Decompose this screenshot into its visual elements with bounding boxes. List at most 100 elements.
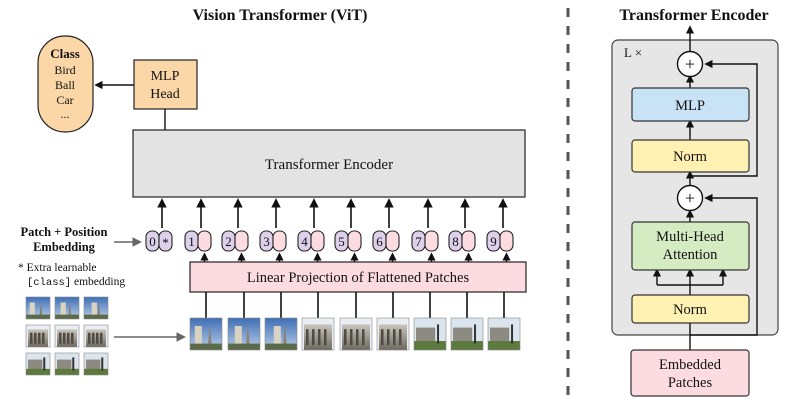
photo-thumbnail [83,324,109,348]
extra-note-line1: * Extra learnable [18,262,97,274]
encoder-norm-top-label: Norm [673,149,708,165]
embedding-label-line2: Embedding [33,240,96,254]
photo-thumbnail [83,296,109,320]
plus-icon: + [685,54,695,74]
photo-thumbnail [25,352,51,376]
patch-embedding [310,230,325,252]
photo-thumbnail [376,317,410,351]
photo-thumbnail [25,324,51,348]
patch-embedding [461,230,476,252]
position-index: 6 [376,234,383,249]
transformer-encoder-box: Transformer Encoder [132,129,526,198]
encoder-norm-bottom-box: Norm [631,294,750,324]
photo-thumbnail [227,317,261,351]
class-token [158,230,173,252]
patch-row [189,292,521,351]
add-circle-bottom: + [676,184,704,212]
position-index: 0 [149,234,156,249]
token-pair-1: 1 [184,198,212,262]
encoder-mlp-label: MLP [675,98,705,114]
class-box: Class Bird Ball Car ... [37,35,94,133]
token-pair-5: 5 [334,198,362,262]
mlp-head-line2: Head [150,87,180,102]
residual-top [690,59,758,177]
patch-embedding [197,230,212,252]
token-pair-6: 6 [372,198,400,262]
image-patch [339,292,373,351]
attention-label-line1: Multi-Head [656,229,724,245]
class-item-ellipsis: ... [61,107,70,121]
encoder-norm-bottom-label: Norm [673,302,708,318]
photo-thumbnail [54,352,80,376]
image-patch [413,292,447,351]
mlp-head-line1: MLP [151,69,180,84]
position-index: 9 [490,234,497,249]
patch-embedding [234,230,249,252]
token-pair-4: 4 [297,198,325,262]
position-index: 3 [263,234,270,249]
photo-thumbnail [413,317,447,351]
embedded-patches-box: Embedded Patches [630,349,750,397]
position-index: 4 [301,234,308,249]
plus-icon: + [685,188,695,208]
position-index: 2 [225,234,232,249]
photo-thumbnail [487,317,521,351]
encoder-mlp-box: MLP [631,87,750,122]
class-item-bird: Bird [54,63,75,77]
add-circle-top: + [676,50,704,78]
photo-thumbnail [450,317,484,351]
image-patch [450,292,484,351]
class-item-ball: Ball [55,78,76,92]
repeat-label: L × [624,45,642,60]
photo-thumbnail [264,317,298,351]
embedded-label-line1: Embedded [659,357,722,373]
embedded-label-line2: Patches [668,375,713,391]
patch-embedding [499,230,514,252]
position-index: 5 [338,234,345,249]
mlp-head-box: MLP Head [133,59,198,110]
encoder-norm-top-box: Norm [631,139,750,173]
encoder-title: Transformer Encoder [619,7,768,24]
residual-bottom [690,193,758,336]
extra-note-line2: [class] embedding [27,276,125,289]
token-pair-3: 3 [259,198,287,262]
position-index: 8 [452,234,459,249]
linear-projection-box: Linear Projection of Flattened Patches [189,261,527,293]
photo-thumbnail [54,296,80,320]
class-item-car: Car [56,93,73,107]
photo-thumbnail [301,317,335,351]
image-patch [264,292,298,351]
token-pair-9: 9 [486,198,514,262]
image-patch [376,292,410,351]
vit-title: Vision Transformer (ViT) [193,7,368,24]
photo-thumbnail [189,317,223,351]
image-patch [189,292,223,351]
image-patch [227,292,261,351]
patch-embedding [385,230,400,252]
image-patch [487,292,521,351]
transformer-encoder-label: Transformer Encoder [265,157,393,173]
class-title: Class [50,46,80,61]
input-image-grid [25,296,109,376]
token-pair-7: 7 [411,198,439,262]
token-pair-2: 2 [221,198,249,262]
photo-thumbnail [339,317,373,351]
photo-thumbnail [83,352,109,376]
encoder-attention-box: Multi-Head Attention [631,221,750,271]
patch-embedding [347,230,362,252]
embedding-label-line1: Patch + Position [21,225,108,239]
position-index: 7 [415,234,422,249]
class-token-marker: * [162,235,169,250]
patch-embedding [272,230,287,252]
photo-thumbnail [54,324,80,348]
linear-projection-label: Linear Projection of Flattened Patches [247,270,470,286]
token-pair-8: 8 [448,198,476,262]
position-index: 1 [188,234,195,249]
image-patch [301,292,335,351]
patch-embedding [424,230,439,252]
token-pair-0: 0* [145,198,173,252]
attention-label-line2: Attention [663,247,719,263]
photo-thumbnail [25,296,51,320]
